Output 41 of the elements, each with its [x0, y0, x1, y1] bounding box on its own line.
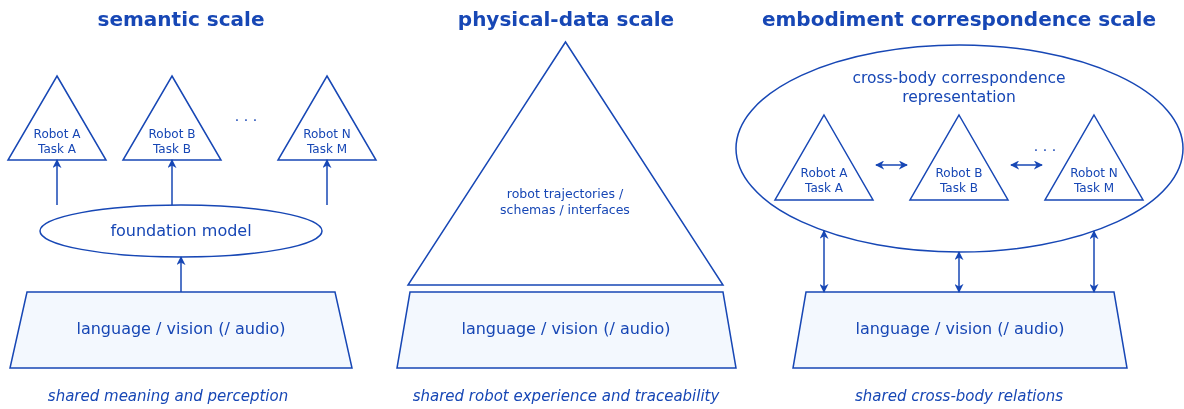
node-label: language / vision (/ audio) [460, 319, 672, 339]
panel-caption: shared cross-body relations [855, 387, 1063, 405]
ellipsis: · · · [1033, 142, 1057, 158]
node-label: foundation model [109, 221, 253, 241]
trapezoid-node [397, 292, 736, 368]
triangle-node [408, 42, 723, 285]
arrow [819, 229, 829, 293]
arrow [1010, 160, 1043, 170]
panel-title: embodiment correspondence scale [761, 7, 1157, 31]
node-label: Robot N Task M [302, 127, 352, 157]
node-label: language / vision (/ audio) [75, 319, 287, 339]
arrow [1089, 230, 1099, 293]
triangle-node [8, 76, 106, 160]
panel-title: semantic scale [97, 7, 265, 31]
ellipse-node [40, 205, 322, 257]
node-label: cross-body correspondence representation [851, 68, 1067, 108]
node-label: Robot N Task M [1069, 166, 1119, 196]
triangle-node [123, 76, 221, 160]
triangle-node [910, 115, 1008, 200]
panel-caption: shared meaning and perception [47, 387, 289, 405]
arrow [875, 160, 908, 170]
arrow [176, 256, 186, 293]
arrow [954, 251, 964, 293]
node-label: Robot B Task B [147, 127, 197, 157]
node-label: Robot B Task B [934, 166, 984, 196]
trapezoid-node [793, 292, 1127, 368]
node-label: Robot A Task A [32, 127, 82, 157]
arrow [167, 159, 177, 206]
node-label: Robot A Task A [799, 166, 849, 196]
node-label: robot trajectories / schemas / interfaces [499, 186, 631, 218]
arrow [322, 159, 332, 206]
arrow [52, 159, 62, 206]
triangle-node [278, 76, 376, 160]
ellipsis: · · · [234, 112, 258, 128]
node-label: language / vision (/ audio) [854, 319, 1066, 339]
panel-title: physical-data scale [457, 7, 675, 31]
panel-caption: shared robot experience and traceability [412, 387, 720, 405]
ellipse-node [736, 45, 1183, 252]
triangle-node [775, 115, 873, 200]
triangle-node [1045, 115, 1143, 200]
trapezoid-node [10, 292, 352, 368]
